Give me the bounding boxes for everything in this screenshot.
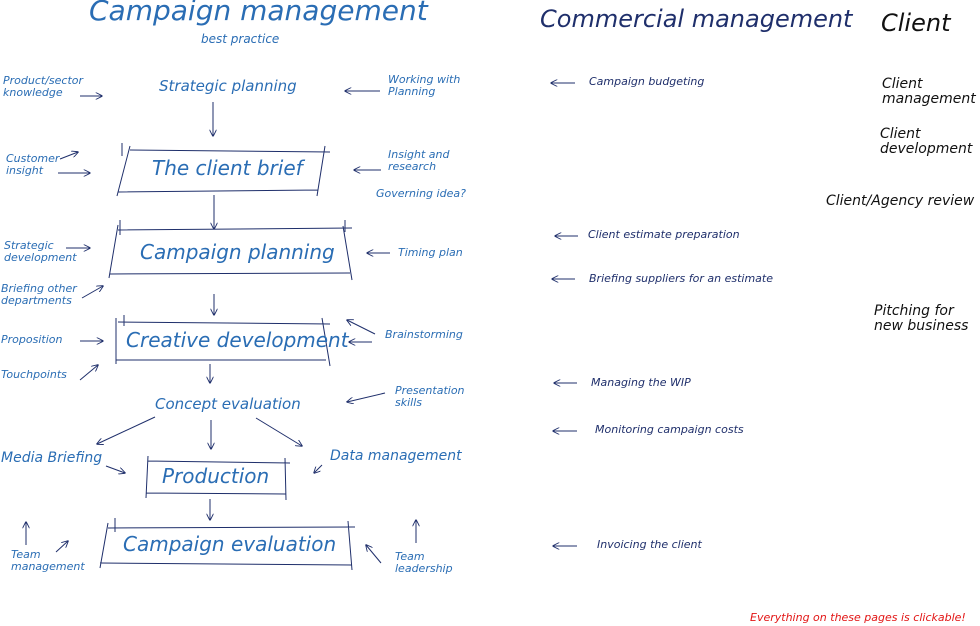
- client-management-link[interactable]: Client management: [882, 76, 976, 108]
- presentation-skills-line2: skills: [395, 396, 423, 410]
- flow-production[interactable]: Production: [162, 464, 270, 488]
- customer-insight-line2: insight: [6, 164, 44, 178]
- media-briefing-link[interactable]: Media Briefing: [1, 450, 103, 466]
- brainstorming-link[interactable]: Brainstorming: [385, 328, 463, 341]
- pitching-line1: Pitching for: [874, 303, 954, 319]
- page-title[interactable]: Campaign management: [89, 0, 428, 27]
- strategic-development-line2: development: [4, 251, 77, 265]
- client-development-link[interactable]: Client development: [880, 126, 973, 158]
- team-leadership-line1: Team: [395, 550, 425, 563]
- strategic-development-link[interactable]: Strategic development: [4, 239, 77, 265]
- flow-concept-evaluation[interactable]: Concept evaluation: [155, 395, 301, 413]
- strategic-development-line1: Strategic: [4, 239, 54, 252]
- flow-client-brief[interactable]: The client brief: [152, 156, 303, 180]
- team-management-link[interactable]: Team management: [11, 548, 85, 574]
- managing-wip-link[interactable]: Managing the WIP: [591, 376, 691, 389]
- client-development-line2: development: [880, 141, 973, 158]
- flow-campaign-planning[interactable]: Campaign planning: [140, 240, 335, 264]
- clickable-note: Everything on these pages is clickable!: [750, 611, 966, 624]
- monitoring-campaign-costs-link[interactable]: Monitoring campaign costs: [595, 423, 744, 436]
- working-with-planning-line2: Planning: [388, 85, 436, 99]
- proposition-link[interactable]: Proposition: [1, 333, 63, 346]
- customer-insight-link[interactable]: Customer insight: [6, 152, 60, 178]
- working-with-planning-line1: Working with: [388, 73, 461, 86]
- team-leadership-link[interactable]: Team leadership: [395, 550, 453, 576]
- timing-plan-link[interactable]: Timing plan: [398, 246, 463, 259]
- presentation-skills-line1: Presentation: [395, 384, 465, 397]
- client-agency-review-link[interactable]: Client/Agency review: [826, 193, 975, 209]
- team-management-line2: management: [11, 560, 85, 574]
- product-sector-knowledge-line2: knowledge: [3, 86, 63, 100]
- product-sector-knowledge-link[interactable]: Product/sector knowledge: [3, 74, 84, 100]
- page-subtitle: best practice: [201, 32, 280, 46]
- product-sector-knowledge-line1: Product/sector: [3, 74, 84, 87]
- working-with-planning-link[interactable]: Working with Planning: [388, 73, 461, 99]
- flow-strategic-planning[interactable]: Strategic planning: [159, 77, 297, 95]
- commercial-management-heading[interactable]: Commercial management: [540, 5, 853, 33]
- governing-idea-link[interactable]: Governing idea?: [376, 187, 466, 200]
- team-management-line1: Team: [11, 548, 41, 561]
- presentation-skills-link[interactable]: Presentation skills: [395, 384, 465, 410]
- client-management-line1: Client: [882, 76, 923, 92]
- insight-research-line1: Insight and: [388, 148, 450, 161]
- client-heading[interactable]: Client: [881, 9, 951, 37]
- briefing-other-departments-link[interactable]: Briefing other departments: [1, 282, 77, 308]
- touchpoints-link[interactable]: Touchpoints: [1, 368, 67, 381]
- pitching-line2: new business: [874, 318, 969, 335]
- insight-research-link[interactable]: Insight and research: [388, 148, 450, 174]
- pitching-new-business-link[interactable]: Pitching for new business: [874, 303, 969, 335]
- insight-research-line2: research: [388, 160, 437, 174]
- invoicing-client-link[interactable]: Invoicing the client: [597, 538, 702, 551]
- client-development-line1: Client: [880, 126, 921, 142]
- client-estimate-preparation-link[interactable]: Client estimate preparation: [588, 228, 740, 241]
- client-management-line2: management: [882, 91, 976, 108]
- briefing-other-departments-line2: departments: [1, 294, 72, 308]
- data-management-link[interactable]: Data management: [330, 448, 462, 464]
- briefing-suppliers-link[interactable]: Briefing suppliers for an estimate: [589, 272, 773, 285]
- customer-insight-line1: Customer: [6, 152, 60, 165]
- team-leadership-line2: leadership: [395, 562, 453, 576]
- briefing-other-departments-line1: Briefing other: [1, 282, 77, 295]
- campaign-budgeting-link[interactable]: Campaign budgeting: [589, 75, 705, 88]
- flow-creative-development[interactable]: Creative development: [126, 328, 349, 352]
- flow-campaign-evaluation[interactable]: Campaign evaluation: [123, 532, 337, 556]
